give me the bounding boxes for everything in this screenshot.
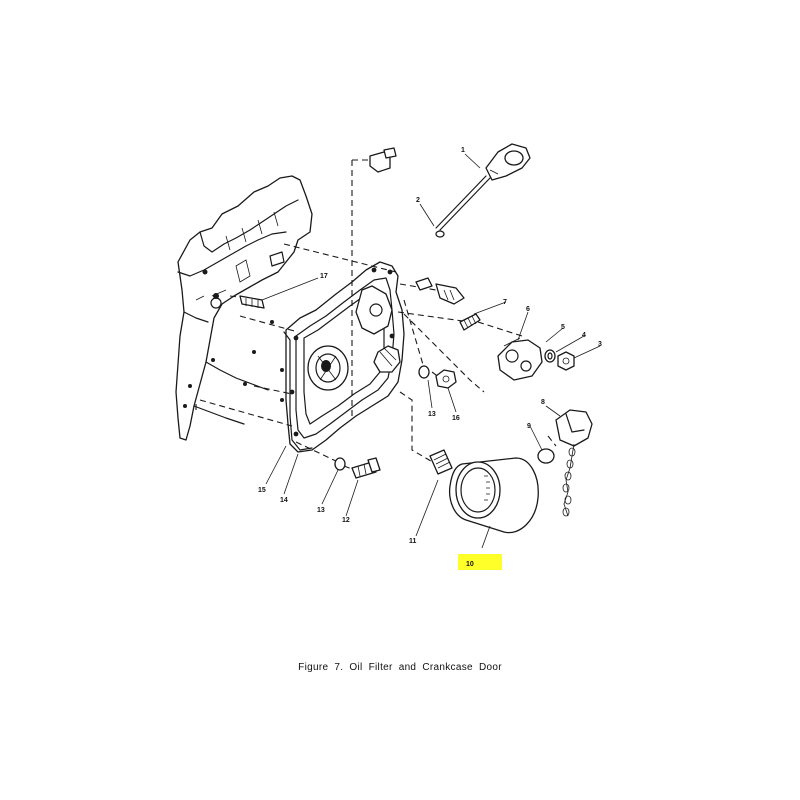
callout-10: 10	[466, 561, 474, 568]
callout-8: 8	[541, 399, 545, 406]
callout-12: 12	[342, 517, 350, 524]
bracket-6	[497, 337, 543, 381]
callout-13-lower: 13	[317, 507, 325, 514]
callout-9: 9	[527, 423, 531, 430]
oil-filter	[448, 457, 539, 534]
callout-16: 16	[452, 415, 460, 422]
callout-2: 2	[416, 197, 420, 204]
callout-4: 4	[582, 332, 586, 339]
dipstick	[435, 143, 531, 231]
figure-caption: Figure 7. Oil Filter and Crankcase Door	[298, 662, 502, 673]
callout-3: 3	[598, 341, 602, 348]
nut-3	[557, 351, 575, 371]
washer-5	[544, 349, 556, 363]
callout-1: 1	[461, 147, 465, 154]
bolt-12	[351, 457, 381, 479]
callout-5: 5	[561, 324, 565, 331]
nipple-11	[429, 449, 453, 475]
stud-17	[239, 295, 265, 309]
nut-16	[435, 369, 457, 389]
o-ring-2	[435, 230, 445, 238]
gasket	[280, 331, 313, 451]
callout-15: 15	[258, 487, 266, 494]
gasket-9	[537, 448, 555, 464]
callout-6: 6	[526, 306, 530, 313]
stud-7	[459, 313, 481, 331]
lockwasher-4	[547, 352, 553, 360]
callout-17: 17	[320, 273, 328, 280]
filler-cap-8	[555, 409, 593, 517]
callout-11: 11	[409, 538, 417, 545]
assembly-lines	[195, 159, 557, 473]
callout-14: 14	[280, 497, 288, 504]
tube-fitting	[415, 277, 465, 305]
callout-7: 7	[503, 299, 507, 306]
callout-10-highlight	[458, 554, 502, 570]
engine-block	[175, 175, 313, 441]
callout-13-upper: 13	[428, 411, 436, 418]
crankcase-door	[285, 261, 405, 453]
leader-lines	[261, 153, 601, 549]
callouts: 1 2 3 4 5 6 7 8 9 10 11 12 13 13 14 15 1…	[258, 147, 602, 568]
washer-13	[334, 457, 346, 471]
washer-13b	[418, 365, 430, 379]
fitting-top	[369, 147, 397, 173]
